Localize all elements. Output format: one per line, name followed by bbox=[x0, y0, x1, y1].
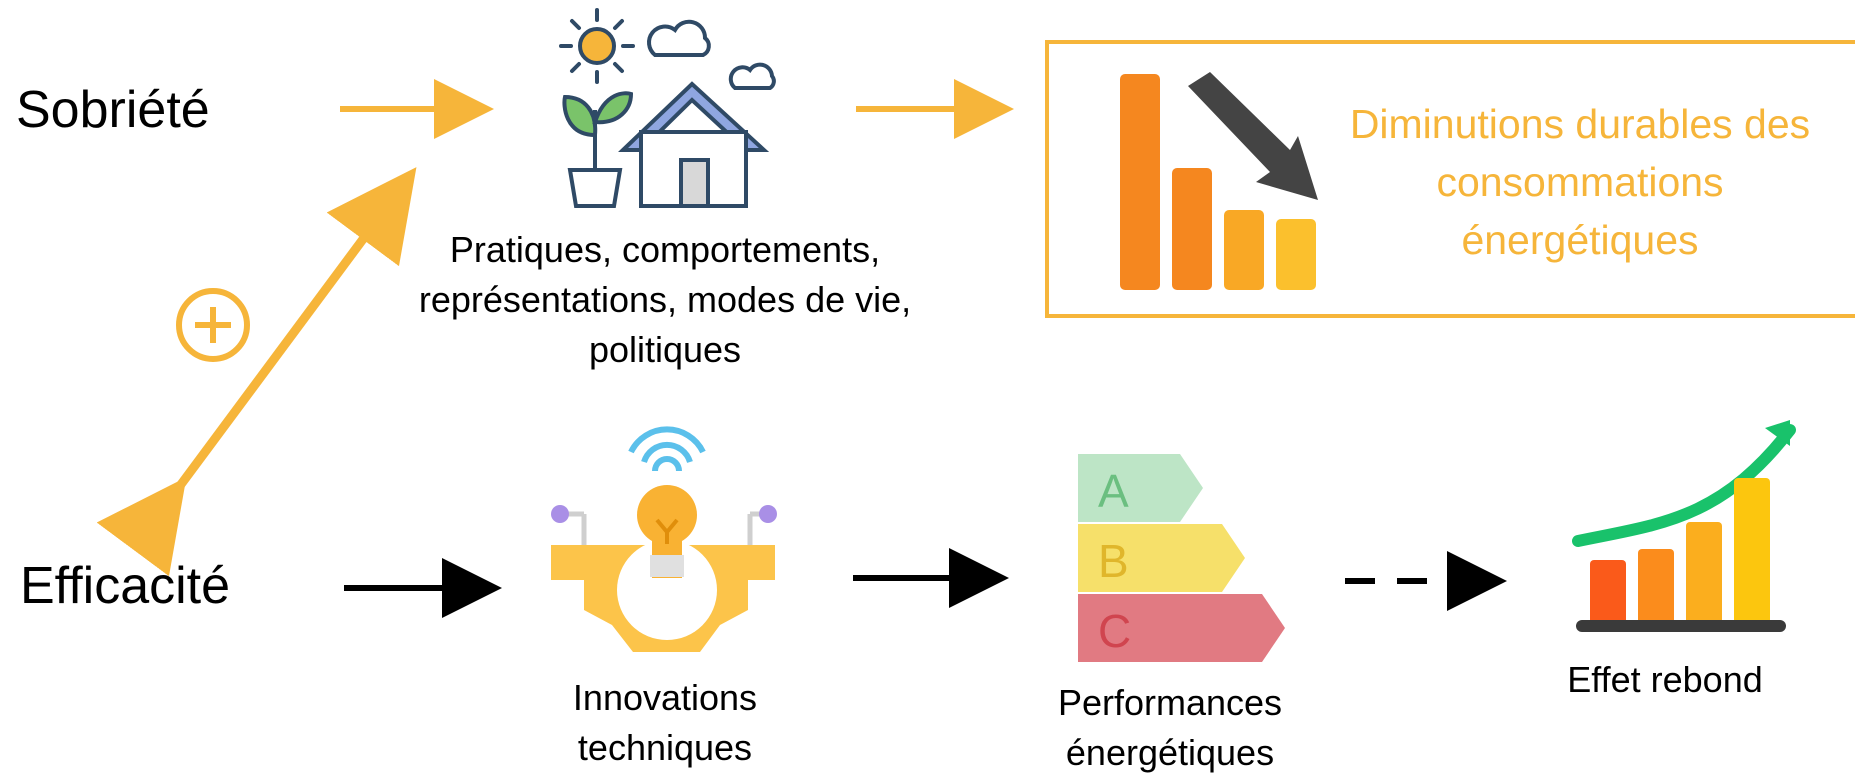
label-efficacite: Efficacité bbox=[20, 557, 231, 615]
label-effet-rebond: Effet rebond bbox=[1567, 659, 1763, 700]
arrow-double-sobriete-efficacite bbox=[96, 167, 417, 577]
energy-class-c: C bbox=[1098, 605, 1131, 657]
plus-circle-icon bbox=[176, 288, 250, 362]
label-resultat: Diminutions durables des consommations é… bbox=[1349, 101, 1811, 263]
label-pratiques: Pratiques, comportements, représentation… bbox=[418, 229, 912, 370]
label-performances: Performances énergétiques bbox=[1057, 682, 1283, 773]
bars-increase-icon bbox=[1572, 420, 1796, 632]
energy-class-b: B bbox=[1098, 535, 1129, 587]
energy-class-a: A bbox=[1098, 465, 1129, 517]
label-sobriete: Sobriété bbox=[16, 81, 210, 139]
house-eco-icon bbox=[559, 8, 776, 208]
result-box bbox=[1045, 40, 1855, 318]
lightbulb-gear-icon bbox=[551, 426, 777, 652]
bars-decrease-icon bbox=[1120, 72, 1318, 290]
label-innovations: Innovations techniques bbox=[572, 677, 758, 768]
energy-rating-icon: A B C bbox=[1078, 454, 1285, 662]
